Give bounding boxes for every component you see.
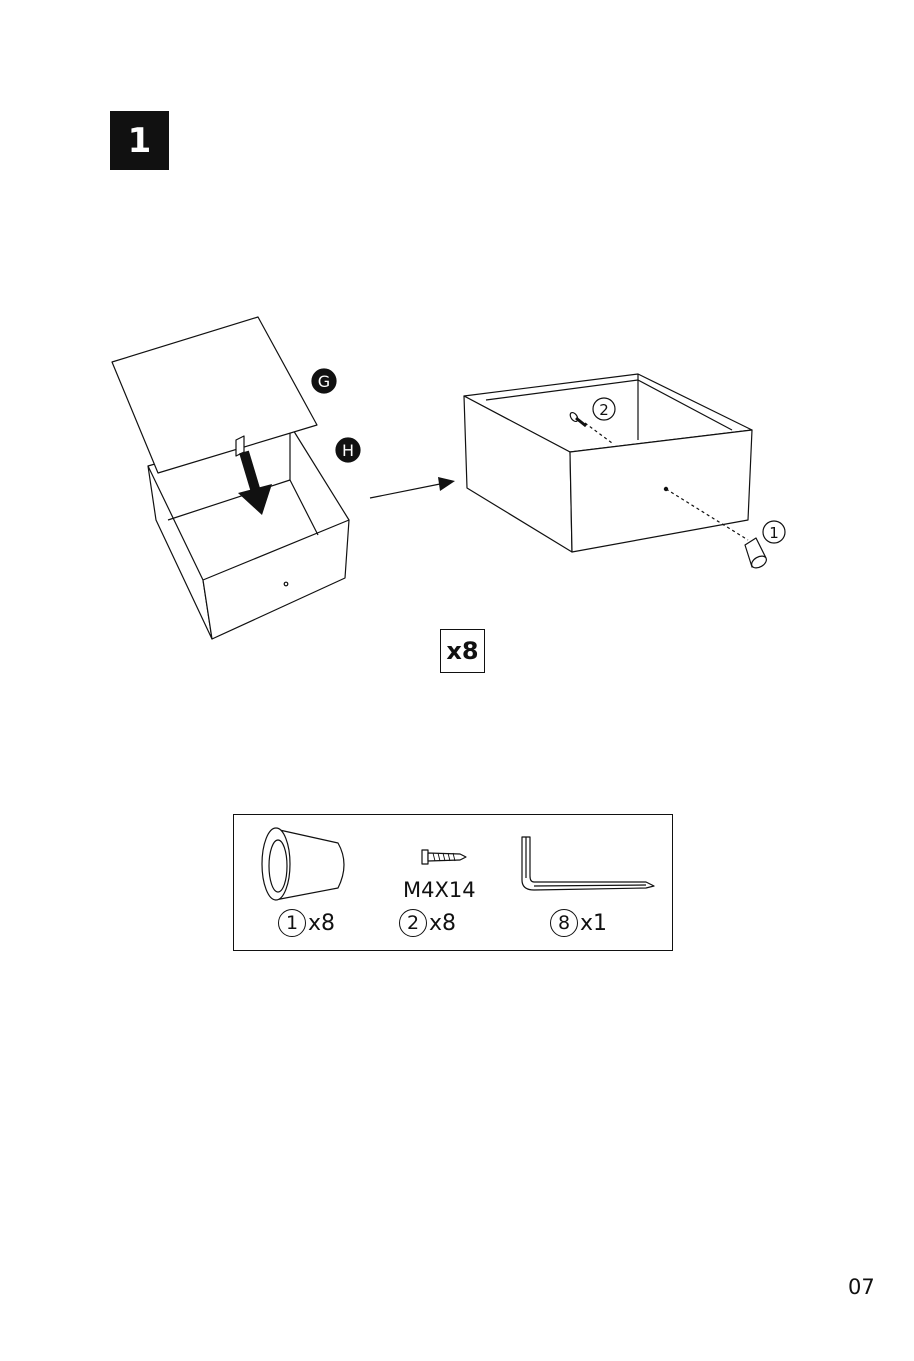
part-knob-label: 1 x8: [278, 909, 335, 937]
part-ref-circle: 1: [278, 909, 306, 937]
svg-text:H: H: [342, 441, 354, 460]
panel-g-label: G: [312, 369, 336, 393]
part-qty: x8: [308, 911, 335, 936]
knob-callout-label: 1: [763, 521, 785, 543]
knob-callout-icon: [745, 538, 768, 570]
svg-text:2: 2: [599, 401, 609, 419]
svg-text:G: G: [318, 372, 330, 391]
part-ref-circle: 2: [399, 909, 427, 937]
part-allen-key-label: 8 x1: [550, 909, 607, 937]
page-number: 07: [848, 1275, 875, 1299]
part-qty: x8: [429, 911, 456, 936]
part-ref-circle: 8: [550, 909, 578, 937]
panel-g-illustration: [112, 317, 317, 473]
down-arrow-icon: [238, 452, 272, 515]
part-qty: x1: [580, 911, 607, 936]
quantity-badge: x8: [440, 629, 485, 673]
transition-arrow-icon: [370, 477, 455, 498]
part-screw-label: 2 x8: [399, 909, 456, 937]
panel-h-label: H: [336, 438, 360, 462]
svg-text:1: 1: [769, 524, 779, 542]
screw-spec-label: M4X14: [403, 878, 476, 902]
